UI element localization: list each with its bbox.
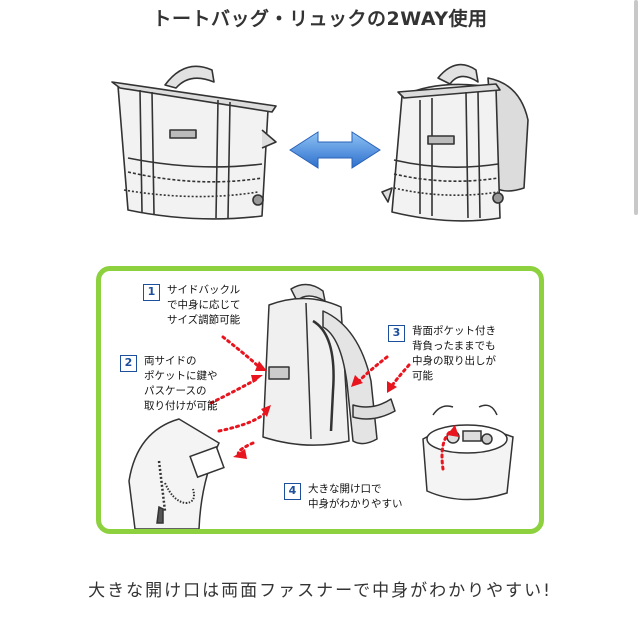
- open-bag-illustration: [422, 404, 514, 501]
- page-heading: トートバッグ・リュックの2WAY使用: [152, 8, 488, 30]
- backpack-illustration: [381, 63, 529, 222]
- feature-1-line: サイズ調節可能: [167, 314, 241, 326]
- feature-4-line: 中身がわかりやすい: [308, 498, 403, 510]
- feature-2-line: ポケットに鍵や: [144, 370, 218, 382]
- feature-3-line: 背負ったままでも: [412, 340, 496, 352]
- backpack-side-illustration: [262, 283, 396, 446]
- feature-3-line: 背面ポケット付き: [412, 325, 496, 337]
- tote-bag-illustration: [111, 65, 277, 220]
- feature-2-number: 2: [120, 355, 137, 372]
- feature-2-line: パスケースの: [144, 385, 207, 397]
- feature-1-number: 1: [143, 284, 160, 301]
- feature-3-line: 中身の取り出しが: [412, 355, 496, 367]
- scrollbar[interactable]: [634, 0, 638, 215]
- feature-3-number: 3: [388, 325, 405, 342]
- red-arrowheads: [233, 361, 459, 459]
- feature-4-line: 大きな開け口で: [308, 483, 382, 495]
- feature-1-line: で中身に応じて: [167, 299, 241, 311]
- feature-4-number: 4: [284, 483, 301, 500]
- key-chain-illustration: [128, 418, 225, 529]
- feature-panel: 1 サイドバックル で中身に応じて サイズ調節可能 2 両サイドの ポケットに鍵…: [96, 266, 544, 534]
- feature-illustration: [128, 283, 514, 529]
- feature-1-line: サイドバックル: [167, 284, 241, 296]
- caption-text: 大きな開け口は両面ファスナーで中身がわかりやすい!: [88, 581, 552, 601]
- feature-2-line: 取り付けが可能: [144, 400, 218, 412]
- feature-3-line: 可能: [412, 370, 433, 382]
- double-arrow-icon: [289, 131, 381, 169]
- feature-2-line: 両サイドの: [144, 355, 197, 367]
- two-way-illustration: [111, 63, 529, 222]
